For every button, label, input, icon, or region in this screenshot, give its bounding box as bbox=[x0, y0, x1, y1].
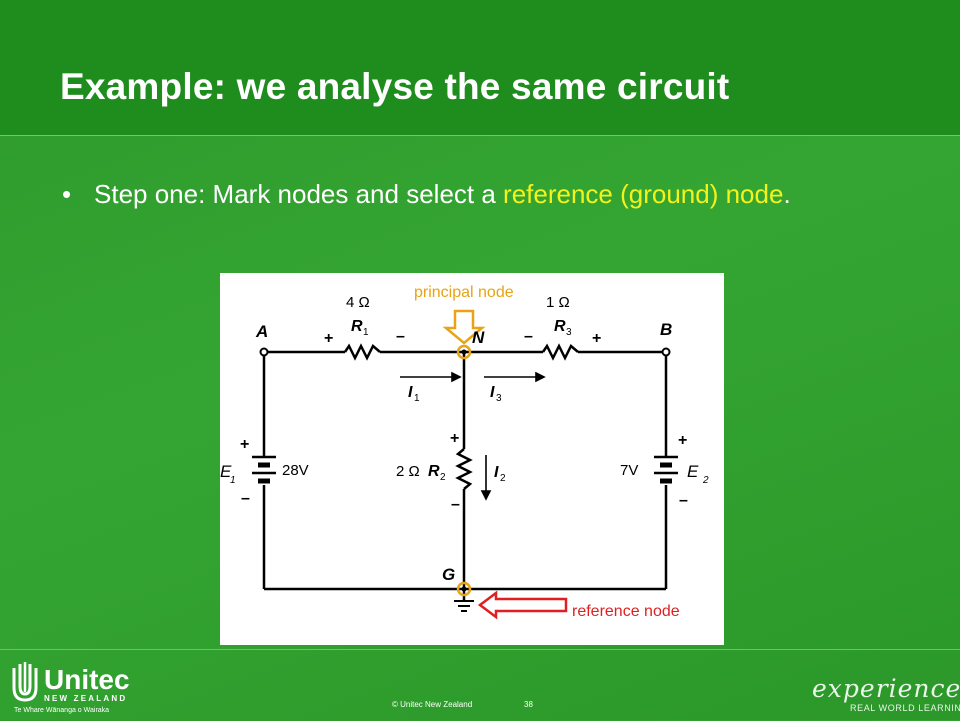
i1-sub: 1 bbox=[414, 393, 420, 404]
r2-value: 2 Ω bbox=[396, 463, 420, 480]
r2-sub: 2 bbox=[440, 472, 446, 483]
bullet-text-before: Step one: Mark nodes and select a bbox=[94, 179, 504, 209]
ground-symbol bbox=[454, 600, 474, 612]
node-g-dot bbox=[461, 586, 467, 592]
bullet-symbol: • bbox=[62, 179, 72, 209]
i2-arrow-head bbox=[480, 490, 492, 501]
i1-arrow-head bbox=[451, 371, 462, 383]
node-a-label: A bbox=[255, 322, 268, 341]
e1-minus: – bbox=[241, 490, 250, 507]
title-bar bbox=[0, 0, 960, 135]
logo-wordmark: Unitec bbox=[44, 664, 130, 695]
node-g-label: G bbox=[442, 565, 455, 584]
node-g-marker bbox=[456, 581, 472, 597]
principal-node-label: principal node bbox=[414, 284, 514, 301]
node-n-marker bbox=[456, 344, 472, 360]
r3-minus: – bbox=[524, 328, 533, 345]
r2-minus: – bbox=[451, 496, 460, 513]
i2-sub: 2 bbox=[500, 473, 506, 484]
resistor-r3 bbox=[541, 343, 579, 361]
reference-node-label: reference node bbox=[572, 603, 680, 620]
i2-label: I bbox=[494, 464, 499, 481]
title-divider bbox=[0, 135, 960, 136]
r1-value: 4 Ω bbox=[346, 294, 370, 311]
e2-plus: + bbox=[678, 432, 687, 449]
unitec-logo-mark-icon: Unitec NEW ZEALAND Te Whare Wānanga o Wa… bbox=[12, 662, 130, 714]
e2-sub: 2 bbox=[702, 475, 709, 486]
bullet-text-after: . bbox=[783, 179, 791, 209]
r1-label: R bbox=[351, 318, 363, 335]
page-number: 38 bbox=[524, 700, 533, 709]
i3-arrow-head bbox=[535, 371, 546, 383]
r3-plus: + bbox=[592, 330, 601, 347]
battery-e2 bbox=[654, 455, 678, 484]
resistor-r2 bbox=[455, 448, 473, 490]
i3-sub: 3 bbox=[496, 393, 502, 404]
logo-subtitle: NEW ZEALAND bbox=[44, 694, 127, 703]
reference-node-arrow bbox=[477, 590, 568, 620]
i1-label: I bbox=[408, 384, 413, 401]
logo-maori: Te Whare Wānanga o Wairaka bbox=[14, 707, 109, 714]
circuit-diagram: principal node reference node 4 Ω 1 Ω 2 … bbox=[220, 284, 709, 620]
slide-title: Example: we analyse the same circuit bbox=[60, 66, 730, 107]
r1-sub: 1 bbox=[363, 327, 369, 338]
footer-divider bbox=[0, 649, 960, 650]
bullet-text: Step one: Mark nodes and select a refere… bbox=[94, 176, 884, 212]
r1-minus: – bbox=[396, 328, 405, 345]
principal-node-arrow bbox=[442, 309, 486, 345]
e1-sub: 1 bbox=[230, 475, 236, 486]
e1-plus: + bbox=[240, 436, 249, 453]
bullet-highlight: reference (ground) node bbox=[503, 179, 784, 209]
terminal-b bbox=[661, 347, 671, 357]
terminal-a bbox=[259, 347, 269, 357]
node-n-dot bbox=[461, 349, 467, 355]
r3-sub: 3 bbox=[566, 327, 572, 338]
r2-label: R bbox=[428, 463, 440, 480]
resistor-r1 bbox=[343, 343, 381, 361]
node-b-label: B bbox=[660, 320, 672, 339]
battery-e1 bbox=[252, 455, 276, 484]
circuit-figure: principal node reference node 4 Ω 1 Ω 2 … bbox=[220, 273, 724, 645]
e1-value: 28V bbox=[282, 462, 309, 479]
unitec-logo: Unitec NEW ZEALAND Te Whare Wānanga o Wa… bbox=[10, 656, 170, 716]
copyright: © Unitec New Zealand bbox=[392, 700, 473, 709]
r2-plus: + bbox=[450, 430, 459, 447]
e2-minus: – bbox=[679, 492, 688, 509]
r3-value: 1 Ω bbox=[546, 294, 570, 311]
r3-label: R bbox=[554, 318, 566, 335]
e2-value: 7V bbox=[620, 462, 638, 479]
node-n-label: N bbox=[472, 328, 485, 347]
e2-label: E bbox=[687, 462, 699, 481]
tagline-logo: experience bbox=[812, 674, 960, 703]
r1-plus: + bbox=[324, 330, 333, 347]
tagline-sub: REAL WORLD LEARNING bbox=[850, 703, 960, 713]
e1-label: E bbox=[220, 462, 232, 481]
i3-label: I bbox=[490, 384, 495, 401]
